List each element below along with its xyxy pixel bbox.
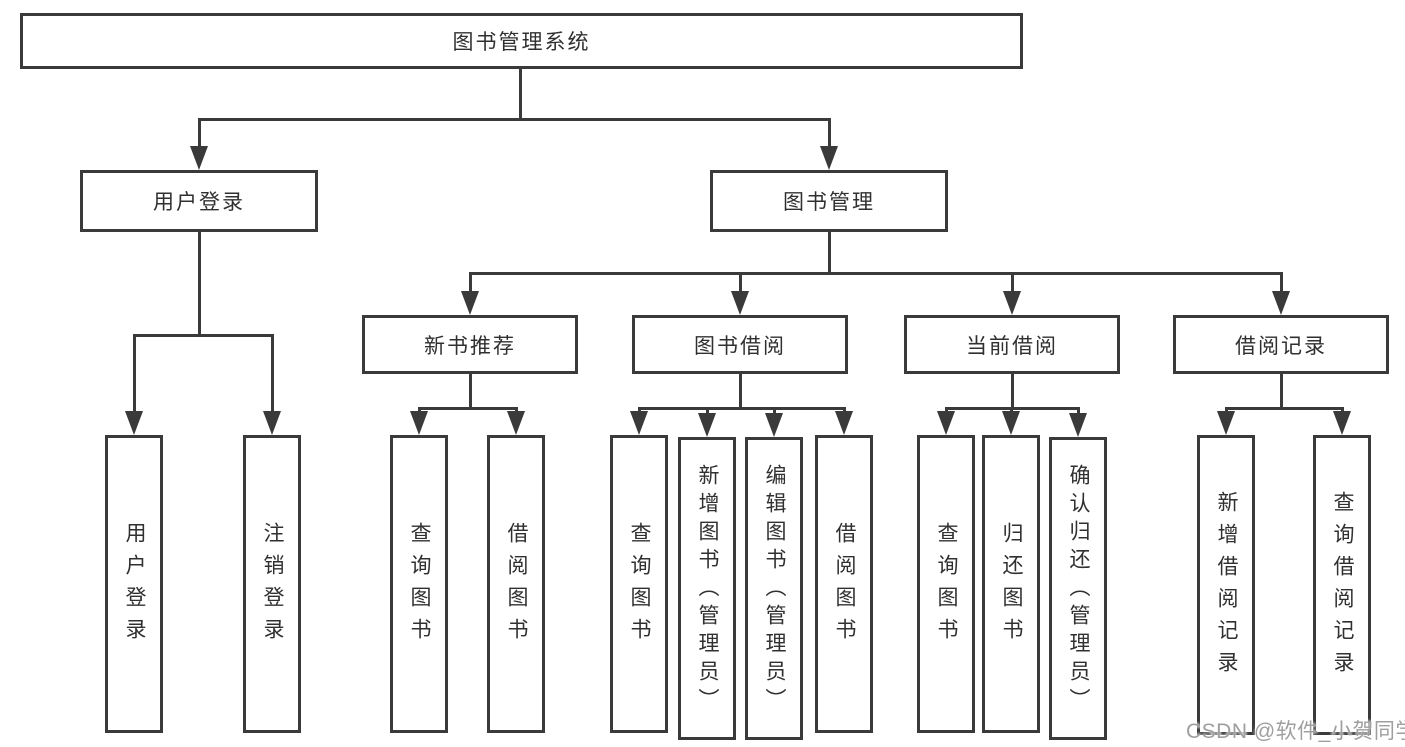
node-book-management: 图书管理 (710, 170, 948, 232)
connector-segment (133, 334, 136, 414)
arrow-down-icon (630, 411, 648, 435)
leaf-logout: 注销登录 (243, 435, 301, 733)
arrow-down-icon (937, 411, 955, 435)
node-label: 查询借阅记录 (1331, 491, 1354, 683)
node-label: 用户登录 (123, 522, 146, 650)
connector-segment (271, 334, 274, 414)
connector-segment (706, 407, 709, 417)
connector-segment (198, 118, 831, 121)
connector-segment (828, 118, 831, 150)
node-new-book-recommend: 新书推荐 (362, 315, 578, 374)
connector-segment (133, 334, 274, 337)
arrow-down-icon (1003, 291, 1021, 315)
connector-segment (1077, 407, 1080, 417)
leaf-return-books: 归还图书 (982, 435, 1040, 733)
connector-segment (1011, 272, 1014, 294)
arrow-down-icon (1002, 411, 1020, 435)
node-label: 借阅图书 (505, 522, 528, 650)
node-label: 注销登录 (261, 522, 284, 650)
leaf-add-borrow-record: 新增借阅记录 (1197, 435, 1255, 735)
leaf-query-books-borrow: 查询图书 (610, 435, 668, 733)
connector-segment (519, 68, 522, 120)
leaf-borrow-books: 借阅图书 (815, 435, 873, 733)
node-label: 借阅图书 (833, 522, 856, 650)
arrow-down-icon (731, 291, 749, 315)
connector-segment (469, 272, 1283, 275)
node-label: 确认归还（管理员） (1067, 463, 1090, 716)
node-label: 借阅记录 (1235, 334, 1327, 358)
node-label: 查询图书 (628, 522, 651, 650)
connector-segment (1280, 374, 1283, 409)
connector-segment (1011, 374, 1014, 409)
arrow-down-icon (507, 411, 525, 435)
node-label: 图书管理系统 (452, 31, 591, 54)
node-label: 查询图书 (408, 522, 431, 650)
node-label: 图书管理 (783, 191, 875, 214)
arrow-down-icon (125, 411, 143, 435)
connector-segment (198, 232, 201, 336)
node-label: 新增借阅记录 (1215, 491, 1238, 683)
arrow-down-icon (820, 146, 838, 170)
node-label: 新增图书（管理员） (696, 463, 719, 716)
leaf-confirm-return-admin: 确认归还（管理员） (1049, 437, 1107, 740)
connector-segment (198, 118, 201, 150)
arrow-down-icon (698, 413, 716, 437)
leaf-query-borrow-record: 查询借阅记录 (1313, 435, 1371, 735)
node-label: 用户登录 (153, 191, 245, 214)
connector-segment (1225, 407, 1344, 410)
node-label: 新书推荐 (424, 334, 516, 358)
arrow-down-icon (1272, 291, 1290, 315)
node-book-borrowing: 图书借阅 (632, 315, 848, 374)
node-user-login: 用户登录 (80, 170, 318, 232)
leaf-edit-books-admin: 编辑图书（管理员） (745, 437, 803, 740)
node-label: 归还图书 (1000, 522, 1023, 650)
csdn-watermark: CSDN @软件_小贺同学 (1186, 720, 1405, 743)
connector-segment (418, 407, 518, 410)
arrow-down-icon (410, 411, 428, 435)
node-borrow-records: 借阅记录 (1173, 315, 1389, 374)
connector-segment (469, 374, 472, 409)
connector-segment (739, 374, 742, 409)
leaf-query-books-recommend: 查询图书 (390, 435, 448, 733)
node-label: 编辑图书（管理员） (763, 463, 786, 716)
arrow-down-icon (835, 411, 853, 435)
leaf-query-books-current: 查询图书 (917, 435, 975, 733)
arrow-down-icon (765, 413, 783, 437)
connector-segment (638, 407, 846, 410)
connector-segment (469, 272, 472, 294)
arrow-down-icon (1217, 411, 1235, 435)
leaf-borrow-books-recommend: 借阅图书 (487, 435, 545, 733)
arrow-down-icon (461, 291, 479, 315)
arrow-down-icon (190, 146, 208, 170)
node-label: 当前借阅 (966, 334, 1058, 358)
leaf-add-books-admin: 新增图书（管理员） (678, 437, 736, 740)
node-current-borrowing: 当前借阅 (904, 315, 1120, 374)
arrow-down-icon (1069, 413, 1087, 437)
node-label: 图书借阅 (694, 334, 786, 358)
arrow-down-icon (1333, 411, 1351, 435)
node-library-management-system: 图书管理系统 (20, 13, 1023, 69)
node-label: 查询图书 (935, 522, 958, 650)
connector-segment (828, 232, 831, 274)
connector-segment (1280, 272, 1283, 294)
arrow-down-icon (263, 411, 281, 435)
connector-segment (739, 272, 742, 294)
leaf-user-login: 用户登录 (105, 435, 163, 733)
connector-segment (773, 407, 776, 417)
